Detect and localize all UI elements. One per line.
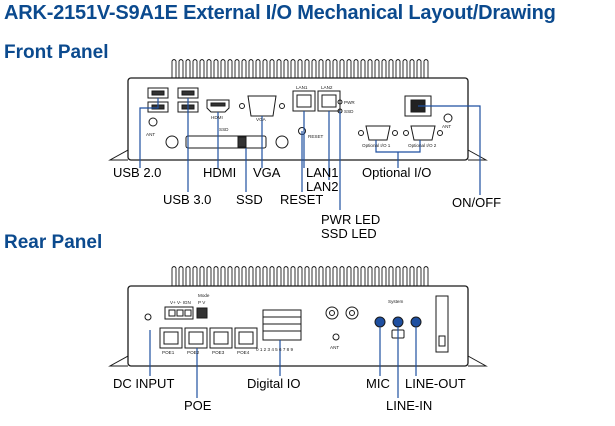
silk-poe1: POE1 [162, 350, 175, 355]
silk-poe3: POE3 [212, 350, 225, 355]
page-title: ARK-2151V-S9A1E External I/O Mechanical … [4, 2, 556, 24]
callout-poe: POE [184, 398, 212, 413]
digital-io-block [262, 309, 302, 341]
ssd-slot [165, 135, 289, 149]
silk-poe4: POE4 [237, 350, 250, 355]
silk-dc: V+ V- IGN [170, 300, 191, 305]
silk-optional2: Optional I/O 2 [408, 143, 437, 148]
callout-optional-io: Optional I/O [362, 165, 432, 180]
silk-ant-left: ANT [146, 132, 155, 137]
antenna-hole-left [148, 117, 158, 127]
callout-ssd-led: SSD LED [321, 226, 377, 241]
vga-port [239, 95, 285, 117]
silk-optional1: Optional I/O 1 [362, 143, 391, 148]
antenna-hole-right [443, 113, 453, 123]
silk-mode-pv: P V [198, 300, 206, 305]
callout-usb3: USB 3.0 [163, 192, 212, 207]
callout-on-off: ON/OFF [452, 195, 502, 210]
silk-ssd-led: SSD [344, 109, 354, 114]
callout-mic: MIC [366, 376, 390, 391]
poe-ports [159, 327, 258, 349]
silk-poe2: POE2 [187, 350, 200, 355]
front-panel-heading: Front Panel [4, 42, 109, 63]
silk-reset: RESET [308, 134, 324, 139]
heatsink-fins [171, 59, 429, 78]
silk-system: System [388, 299, 403, 304]
callout-line-out: LINE-OUT [405, 376, 466, 391]
dc-input-terminal [144, 306, 208, 321]
hdmi-port [206, 99, 230, 113]
rear-leader-lines [149, 327, 417, 398]
silk-pwr: PWR [344, 100, 355, 105]
silk-hdmi: HDMI [211, 115, 223, 120]
callout-ssd: SSD [236, 192, 263, 207]
heatsink-fins [171, 266, 429, 286]
callout-lan2: LAN2 [306, 179, 339, 194]
callout-hdmi: HDMI [203, 165, 237, 180]
callout-usb2: USB 2.0 [113, 165, 162, 180]
lan-ports [292, 90, 341, 112]
silk-rear-ant: ANT [330, 345, 339, 350]
rear-panel-heading: Rear Panel [4, 232, 103, 253]
callout-lan1: LAN1 [306, 165, 339, 180]
callout-vga: VGA [253, 165, 281, 180]
callout-pwr-led: PWR LED [321, 212, 381, 227]
silk-ant-right: ANT [442, 124, 451, 129]
silk-lan2: LAN2 [321, 85, 333, 90]
callout-reset: RESET [280, 192, 324, 207]
rear-antenna-connectors [325, 306, 359, 341]
optional-io-ports [358, 125, 443, 141]
side-clip [435, 295, 449, 353]
callout-line-in: LINE-IN [386, 398, 433, 413]
silk-dio-pins: 0 1 2 3 4 5 6 7 8 9 [256, 347, 293, 352]
silk-lan1: LAN1 [296, 85, 308, 90]
silk-ssd: SSD [219, 127, 229, 132]
rear-panel-chassis [108, 266, 488, 367]
callout-digital-io: Digital IO [247, 376, 301, 391]
pwr-led [337, 99, 343, 105]
silk-vga: VGA [256, 117, 267, 122]
front-leader-lines [139, 98, 481, 210]
callout-dc-input: DC INPUT [113, 376, 175, 391]
front-panel-chassis [108, 59, 488, 161]
silk-mode: Mode [198, 293, 210, 298]
